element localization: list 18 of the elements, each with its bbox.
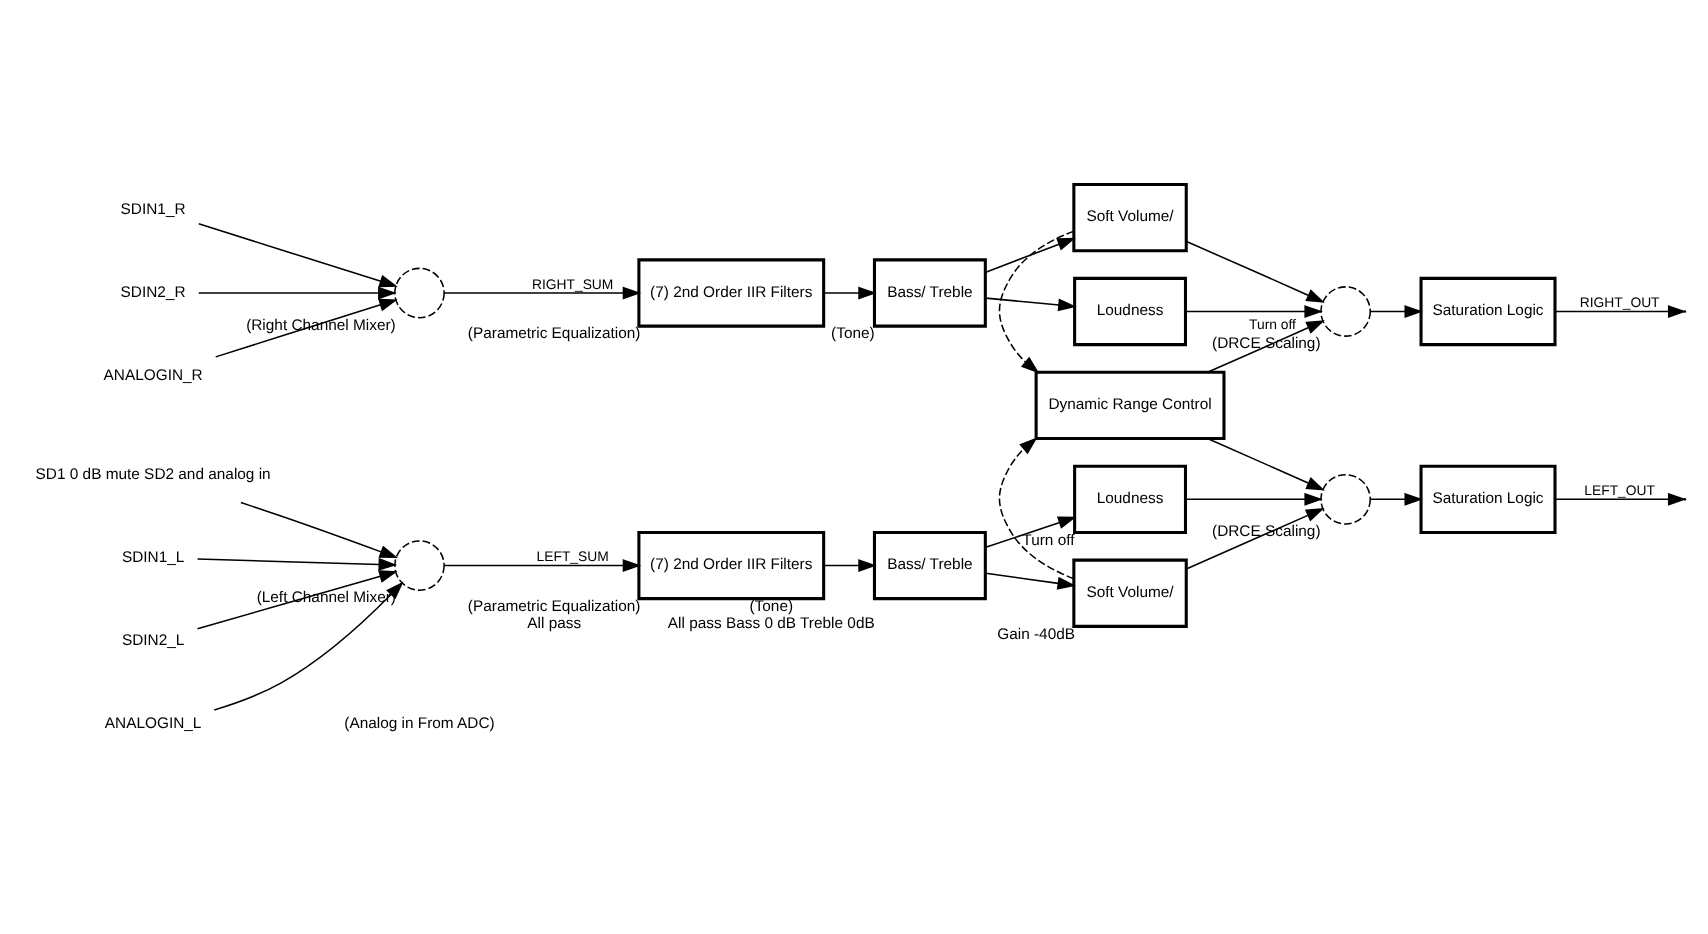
- node-label: Turn off: [1021, 530, 1074, 549]
- node-label: (DRCE Scaling): [1211, 334, 1320, 353]
- node-label: (Parametric Equalization): [466, 324, 640, 343]
- node-text: SDIN2_L: [120, 630, 184, 649]
- node-text: ANALOGIN_L: [103, 713, 201, 732]
- node-label: Gain -40dB: [996, 624, 1075, 643]
- node-text: ANALOGIN_R: [102, 366, 202, 385]
- node-label: (Tone): [748, 596, 793, 615]
- node-text: SDIN1_L: [120, 547, 184, 566]
- node-text: SDIN1_R: [119, 199, 185, 218]
- node-label: (Tone): [830, 324, 874, 343]
- node-label: (Parametric Equalization): [466, 596, 640, 615]
- node-label: (DRCE Scaling): [1211, 522, 1320, 541]
- node-label: All pass Bass 0 dB Treble 0dB: [666, 613, 874, 632]
- node-text: SD1 0 dB mute SD2 and analog in: [34, 464, 270, 483]
- label: (Analog in From ADC): [343, 713, 494, 732]
- node-label: All pass: [526, 613, 581, 632]
- node-text: SDIN2_R: [119, 282, 185, 301]
